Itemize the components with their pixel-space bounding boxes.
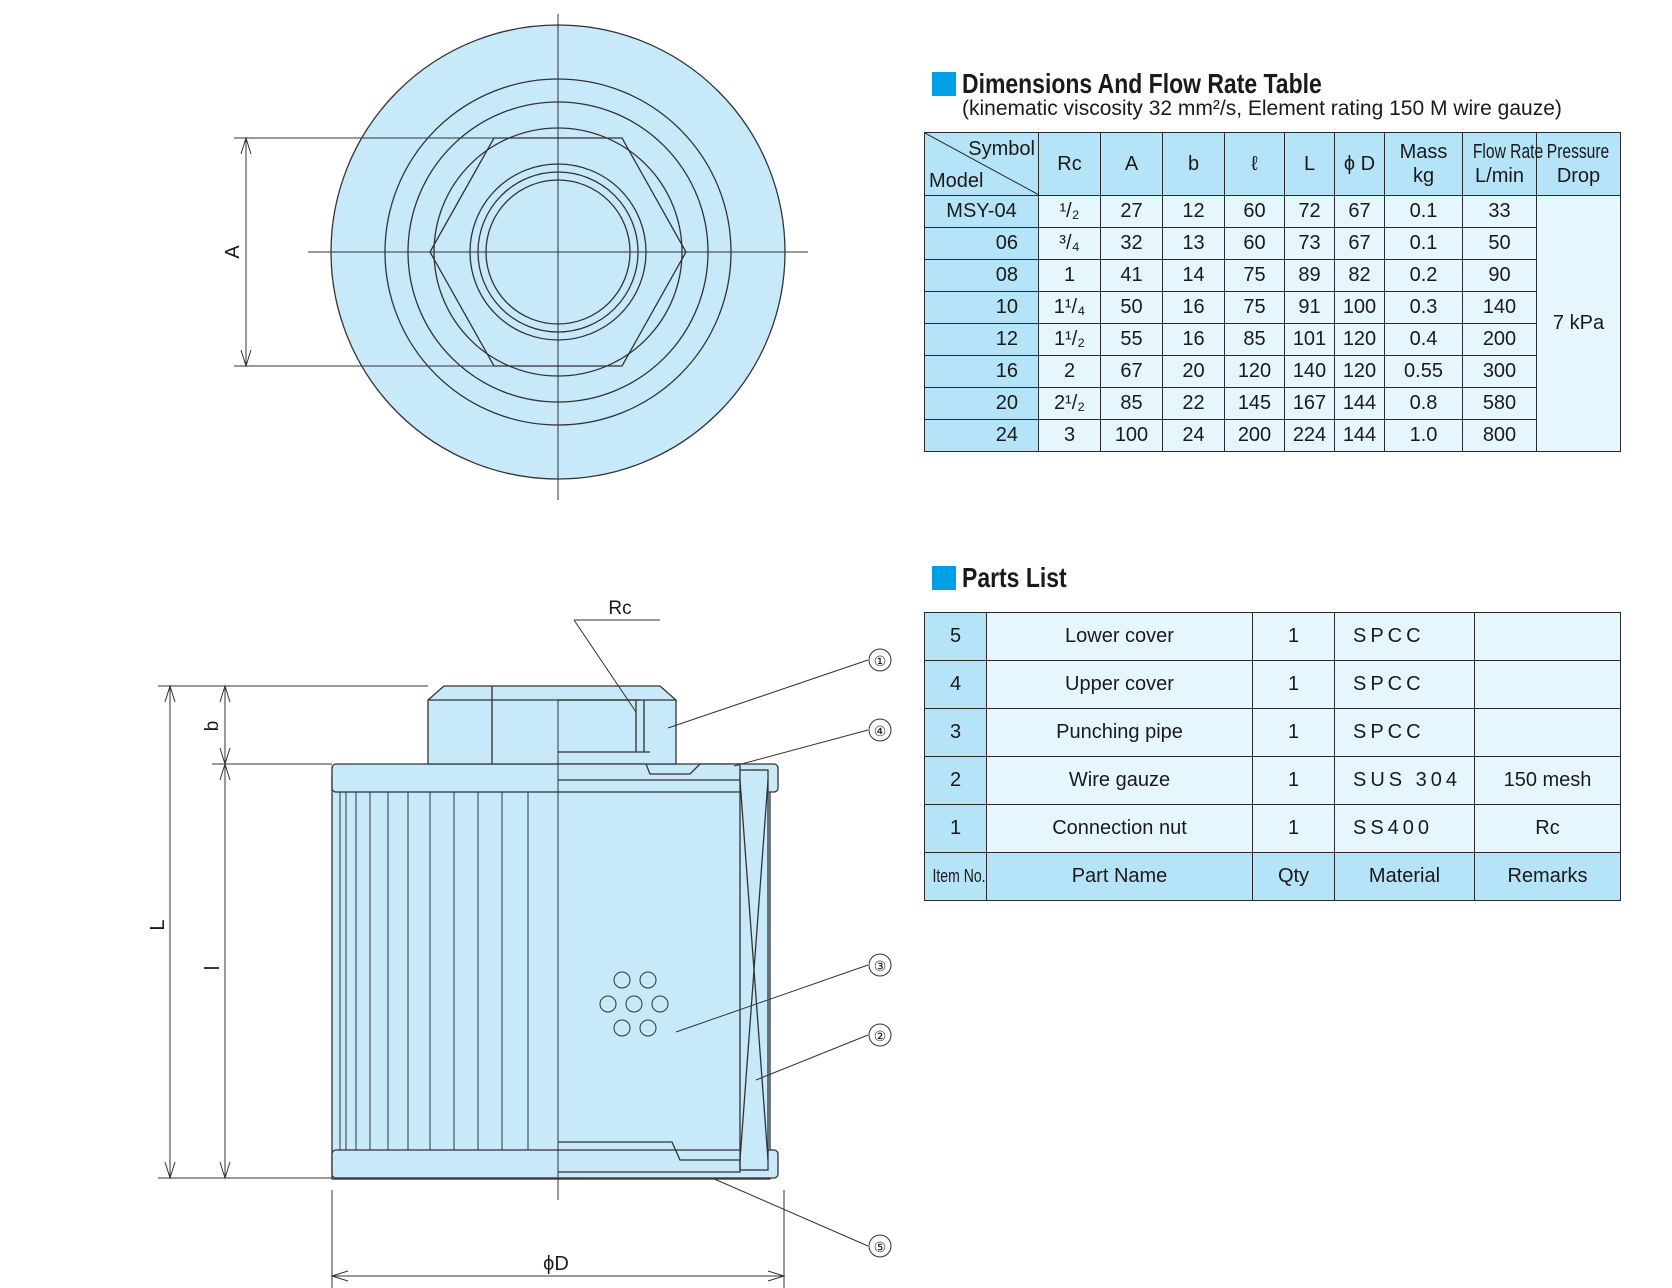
table-row: 2 Wire gauze 1 SUS 304 150 mesh xyxy=(924,756,1621,805)
dim-a-label: A xyxy=(222,245,244,259)
parts-header-row: Item No. Part Name Qty Material Remarks xyxy=(924,852,1621,901)
table-row: 08 1 41 14 75 89 82 0.2 90 xyxy=(924,259,1621,292)
col-l-big: L xyxy=(1284,132,1335,196)
col-a: A xyxy=(1100,132,1163,196)
top-view-drawing: A xyxy=(222,14,808,500)
title-square-icon xyxy=(932,72,956,96)
col-l-small: ℓ xyxy=(1224,132,1285,196)
col-item-no: Item No. xyxy=(924,852,987,901)
table-row: 10 1¹/₄ 50 16 75 91 100 0.3 140 xyxy=(924,291,1621,324)
dimensions-title: Dimensions And Flow Rate Table xyxy=(932,68,1401,100)
table-row: 5 Lower cover 1 SPCC xyxy=(924,612,1621,661)
parts-table: 5 Lower cover 1 SPCC 4 Upper cover 1 SPC… xyxy=(924,612,1621,901)
col-qty: Qty xyxy=(1252,852,1335,901)
callout-2: ② xyxy=(874,1028,887,1044)
table-row: 24 3 100 24 200 224 144 1.0 800 xyxy=(924,419,1621,452)
table-row: 12 1¹/₂ 55 16 85 101 120 0.4 200 xyxy=(924,323,1621,356)
table-row: 20 2¹/₂ 85 22 145 167 144 0.8 580 xyxy=(924,387,1621,420)
col-part-name: Part Name xyxy=(986,852,1253,901)
callout-1: ① xyxy=(874,653,887,669)
dim-L-label: L xyxy=(147,919,169,930)
col-b: b xyxy=(1162,132,1225,196)
dim-rc-label: Rc xyxy=(608,598,631,619)
col-phi-d: ϕ D xyxy=(1334,132,1385,196)
col-remarks: Remarks xyxy=(1474,852,1621,901)
col-rc: Rc xyxy=(1038,132,1101,196)
pressure-drop-value: 7 kPa xyxy=(1536,195,1621,452)
dim-phi-d-label: ϕD xyxy=(543,1253,569,1275)
table-row: 16 2 67 20 120 140 120 0.55 300 xyxy=(924,355,1621,388)
title-square-icon xyxy=(932,566,956,590)
callout-3: ③ xyxy=(874,958,887,974)
parts-list-title: Parts List xyxy=(932,562,1090,594)
dim-b-label: b xyxy=(202,721,223,732)
table-row: 1 Connection nut 1 SS400 Rc xyxy=(924,804,1621,853)
table-row: 4 Upper cover 1 SPCC xyxy=(924,660,1621,709)
dimensions-subtitle: (kinematic viscosity 32 mm²/s, Element r… xyxy=(962,97,1562,120)
table-row: 06 ³/₄ 32 13 60 73 67 0.1 50 xyxy=(924,227,1621,260)
side-view-drawing: Rc b L l ϕD ① ④ ③ ② ⑤ xyxy=(147,598,892,1288)
table-row: 3 Punching pipe 1 SPCC xyxy=(924,708,1621,757)
col-material: Material xyxy=(1334,852,1475,901)
callout-5: ⑤ xyxy=(874,1239,887,1255)
table-row: MSY-04 ¹/₂ 27 12 60 72 67 0.1 33 7 kPa xyxy=(924,195,1621,452)
callout-4: ④ xyxy=(874,723,887,739)
symbol-model-header: Symbol Model xyxy=(924,132,1039,196)
dim-l-label: l xyxy=(202,966,224,970)
